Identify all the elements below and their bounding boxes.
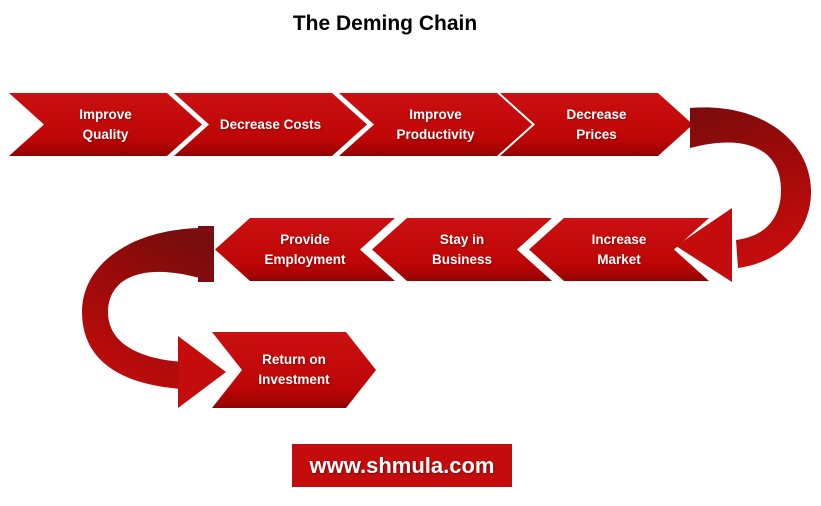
- chevron-improve-productivity: Improve Productivity: [339, 93, 532, 156]
- chevron-label: Improve Productivity: [396, 106, 475, 142]
- chevron-return-on-investment: Return on Investment: [212, 332, 376, 408]
- chevron-label: Return on Investment: [258, 352, 330, 387]
- right-curve-connector: [676, 107, 812, 282]
- chevron-label: Provide Employment: [264, 231, 346, 267]
- chevron-stay-in-business: Stay in Business: [372, 218, 552, 281]
- chevron-improve-quality: Improve Quality: [9, 93, 202, 156]
- chevron-label: Improve Quality: [79, 106, 132, 142]
- chevron-decrease-costs: Decrease Costs: [174, 93, 367, 156]
- website-banner-label: www.shmula.com: [309, 452, 495, 478]
- chevron-label: Increase Market: [591, 231, 647, 267]
- chevron-provide-employment: Provide Employment: [215, 218, 395, 281]
- chevron-increase-market: Increase Market: [529, 218, 709, 281]
- left-curve-connector: [82, 226, 226, 408]
- chevron-label: Decrease Costs: [219, 116, 322, 132]
- chevron-label: Decrease Prices: [566, 106, 627, 142]
- chevron-label: Stay in Business: [431, 231, 493, 267]
- website-banner: www.shmula.com: [292, 444, 512, 487]
- page-title: The Deming Chain: [292, 12, 478, 35]
